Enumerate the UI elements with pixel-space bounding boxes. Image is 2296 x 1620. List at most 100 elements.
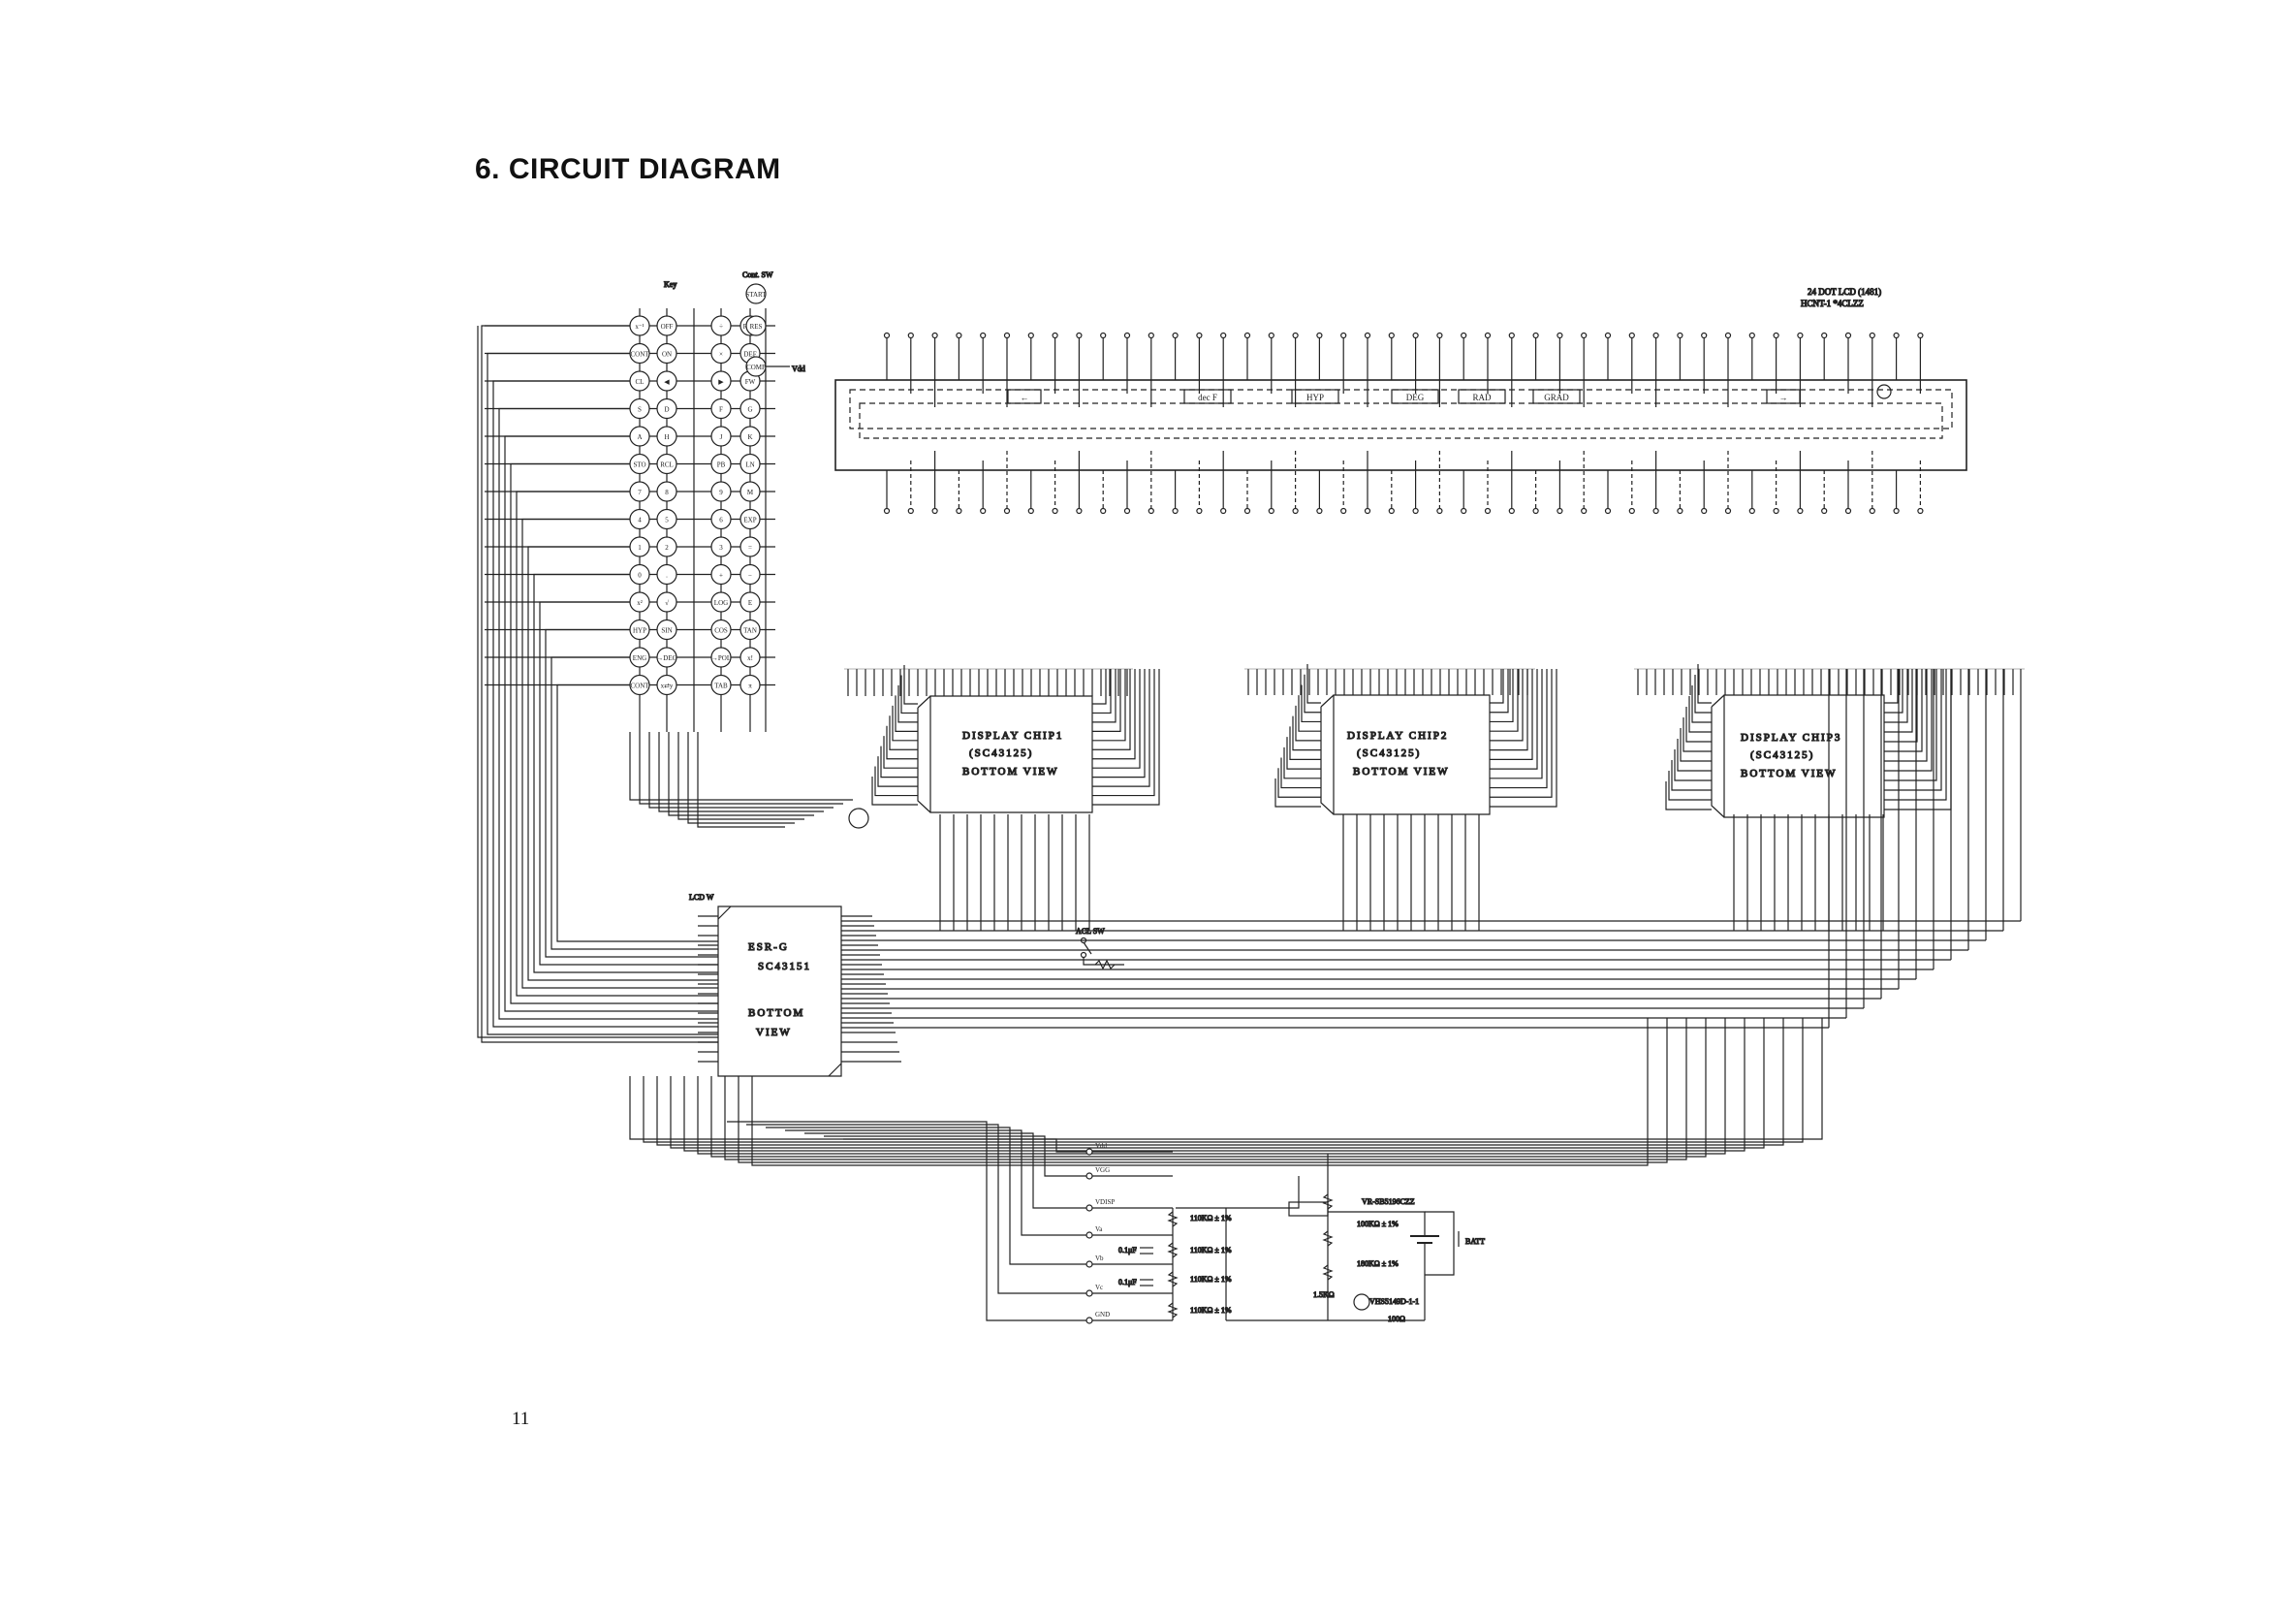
page-number: 11 xyxy=(512,1409,530,1429)
lcd-bottom-pin xyxy=(956,507,962,515)
key-label: 1 xyxy=(638,544,642,552)
chip2-left-pin xyxy=(1306,664,1321,704)
lcd-top-pin xyxy=(1844,332,1852,339)
key-label: PB xyxy=(717,461,726,469)
chip3-left-pin xyxy=(1694,675,1712,714)
key-8-1 xyxy=(656,536,677,557)
lcd-bottom-pin xyxy=(1052,507,1058,515)
res-label-2: 110KΩ ± 1% xyxy=(1190,1246,1232,1255)
chip1-left-pin xyxy=(892,705,918,742)
power-rail-label: GND xyxy=(1095,1311,1110,1318)
key-label: S xyxy=(638,406,642,414)
key-label: ▶ xyxy=(718,378,724,386)
chip2-left-pin xyxy=(1280,757,1321,789)
lcd-bottom-pin xyxy=(1316,507,1323,515)
lcd-bottom-pin xyxy=(1917,507,1924,515)
key-label: 3 xyxy=(719,544,723,552)
page-title: 6. CIRCUIT DIAGRAM xyxy=(475,153,781,185)
chip3-right-pin xyxy=(1884,669,1942,791)
key-7-3 xyxy=(739,508,761,530)
lcd-top-pin xyxy=(931,332,938,339)
lcd-top-pin xyxy=(1220,332,1227,339)
chip3-left-pin xyxy=(1680,728,1712,762)
cpu-bottom-wire xyxy=(738,1018,1668,1163)
keyboard-matrix: x⁻¹OFF÷RUNCONTON×DEFCL◀▶FWSDFGAHJKSTORCL… xyxy=(485,283,790,732)
cpu-bottom-wire xyxy=(629,1018,1823,1140)
chip2-right-pin xyxy=(1490,669,1548,789)
key-7-2 xyxy=(710,508,732,530)
key-label: A xyxy=(637,433,642,441)
lcd-top-pin xyxy=(1436,332,1443,339)
lcd-top-pin xyxy=(980,332,987,339)
lcd-top-pin xyxy=(1316,332,1323,339)
lcd-top-pin xyxy=(1243,332,1251,339)
lcd-top-pin xyxy=(1076,332,1083,339)
cpu-view-word2: VIEW xyxy=(756,1027,792,1038)
key-3-1 xyxy=(656,397,677,420)
lcd-bottom-pin xyxy=(1196,507,1203,515)
key-label: D xyxy=(664,406,669,414)
keyboard-label: Key xyxy=(664,280,676,289)
lcd-bottom-pin xyxy=(1484,507,1492,515)
lcd-bottom-pin xyxy=(1557,507,1563,515)
lcd-bottom-pin xyxy=(1123,507,1131,515)
key-3-0 xyxy=(629,397,650,420)
chip1-right-pin xyxy=(1092,669,1136,760)
chip2-right-pin xyxy=(1490,669,1504,704)
key-label: x² xyxy=(637,599,643,607)
chip2-view: BOTTOM VIEW xyxy=(1353,766,1450,778)
keyboard-bottom-wire xyxy=(629,732,853,801)
lcd-indicator-dot xyxy=(1876,384,1892,399)
divider-resistor xyxy=(1322,1230,1334,1247)
chip1-left-pin xyxy=(877,756,918,787)
ladder-resistor xyxy=(1167,1271,1179,1287)
cpu-chip: ESR-G SC43151 BOTTOM VIEW xyxy=(717,905,842,1077)
cpu-bottom-wire xyxy=(656,1018,1784,1146)
key-label: . xyxy=(666,572,668,580)
key-4-2 xyxy=(710,426,732,447)
lcd-label-line1: 24 DOT LCD (1481) xyxy=(1808,287,1881,297)
lcd-bottom-pin xyxy=(1869,507,1875,515)
display-chip-2: DISPLAY CHIP2 (SC43125) BOTTOM VIEW xyxy=(1320,694,1491,815)
lcd-top-pin xyxy=(1628,332,1635,339)
trim-resistor xyxy=(1322,1193,1334,1210)
key-5-3 xyxy=(739,453,761,475)
key-label: × xyxy=(719,351,723,359)
key-6-2 xyxy=(710,481,732,502)
key-label: →DEG xyxy=(656,654,676,662)
cpu-name: ESR-G xyxy=(748,941,789,953)
lcd-top-pin xyxy=(1581,332,1588,339)
chip2-right-pin xyxy=(1490,669,1514,723)
key-0-1 xyxy=(656,315,677,336)
lcd-annunciator-label: RAD xyxy=(1472,393,1492,402)
key-9-0 xyxy=(629,563,650,586)
cpu-bottom-wire xyxy=(697,1018,1726,1155)
key-4-1 xyxy=(656,426,677,447)
lcd-top-pin xyxy=(1292,332,1299,339)
key-label: OFF xyxy=(661,323,674,331)
chip3-right-pin xyxy=(1884,669,1903,714)
key-10-2 xyxy=(710,591,732,613)
key-8-0 xyxy=(629,536,650,557)
lcd-top-pin xyxy=(1604,332,1612,339)
power-rail-label: VDISP xyxy=(1095,1198,1115,1206)
lcd-top-pin xyxy=(1027,332,1034,339)
regulator-wire xyxy=(1176,1176,1300,1209)
chip1-right-pin xyxy=(1092,669,1155,797)
power-rail-wire xyxy=(804,1132,1086,1209)
acl-resistor xyxy=(1094,959,1116,970)
chip2-left-pin xyxy=(1292,715,1321,751)
chip3-right-pin xyxy=(1884,669,1947,801)
key-label: COS xyxy=(714,627,728,635)
lcd-top-pin xyxy=(1701,332,1708,339)
lcd-annunciator-label: DEG xyxy=(1406,393,1425,402)
key-label: DEF xyxy=(743,351,756,359)
chip1-right-pin xyxy=(1092,669,1121,732)
lcd-bottom-pin xyxy=(1220,507,1227,515)
key-11-0 xyxy=(629,619,650,641)
lcd-top-pin xyxy=(1148,332,1154,339)
key-label: →POL xyxy=(711,654,731,662)
